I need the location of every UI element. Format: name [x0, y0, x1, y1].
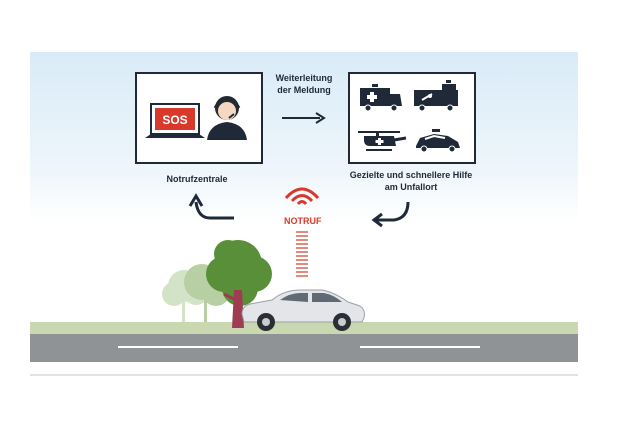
emergency-call-label: NOTRUF [284, 216, 322, 226]
ambulance-icon [360, 84, 402, 112]
help-label-line-2: am Unfallort [384, 182, 438, 192]
sos-text: SOS [162, 113, 187, 127]
road [30, 334, 578, 362]
helicopter-icon [358, 131, 407, 151]
vehicles-icons [358, 80, 460, 153]
road-marking-right [360, 346, 480, 348]
curved-arrow-right-icon [371, 201, 410, 228]
grass-strip [30, 322, 578, 334]
arrow-right-icon [282, 112, 326, 124]
laptop-base-icon [145, 134, 205, 138]
operator-icon: SOS [145, 96, 247, 140]
signal-beam-icon [296, 231, 308, 277]
signal-waves-icon [284, 187, 320, 206]
forwarding-label-line-2: der Meldung [277, 85, 331, 95]
emergency-diagram: SOS [30, 52, 578, 382]
forwarding-label: Weiterleitung der Meldung [266, 72, 342, 96]
call-center-panel: SOS [135, 72, 263, 164]
emergency-vehicles-panel [348, 72, 476, 164]
forwarding-label-line-1: Weiterleitung [275, 73, 333, 83]
crashed-car-icon [241, 289, 365, 331]
curved-arrow-left-icon [188, 193, 234, 220]
police-car-icon [416, 129, 460, 153]
sos-screen [155, 108, 195, 130]
sky-background [30, 52, 578, 222]
call-center-label: Notrufzentrale [166, 174, 228, 184]
help-label-line-1: Gezielte und schnellere Hilfe [349, 170, 473, 180]
road-marking-left [118, 346, 238, 348]
bottom-divider [30, 374, 578, 376]
tow-truck-icon [414, 80, 458, 112]
help-label: Gezielte und schnellere Hilfe am Unfallo… [336, 169, 486, 193]
tree-icon [162, 240, 272, 328]
